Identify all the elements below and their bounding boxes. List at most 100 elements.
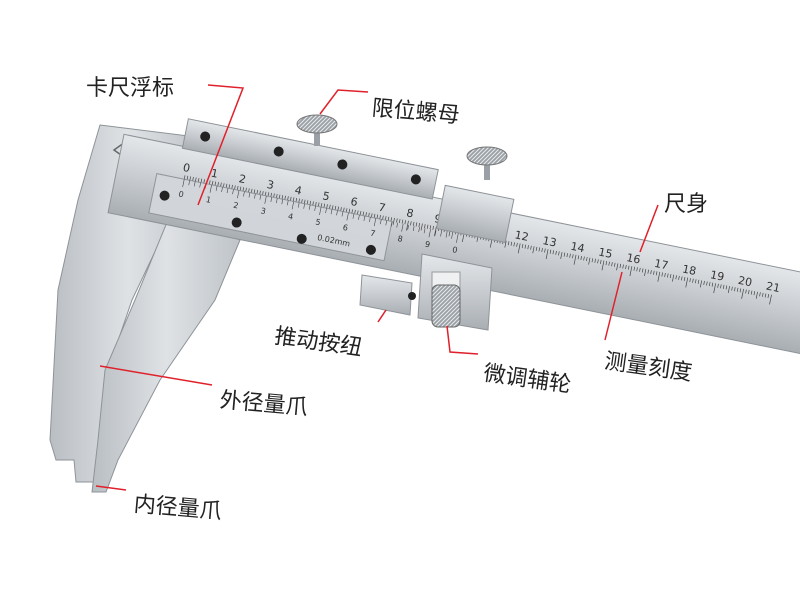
main-tick	[580, 255, 582, 260]
main-tick	[510, 241, 513, 246]
main-tick	[681, 276, 683, 281]
main-tick	[545, 249, 549, 260]
main-tick	[429, 225, 432, 230]
vernier-tick	[358, 214, 360, 220]
main-tick	[762, 292, 764, 297]
main-tick	[259, 190, 261, 195]
main-scale-number: 21	[765, 280, 781, 296]
screw-icon	[231, 217, 242, 228]
vernier-tick	[418, 227, 420, 233]
main-tick	[667, 273, 669, 278]
main-tick	[661, 272, 663, 277]
vernier-tick	[412, 225, 415, 231]
main-tick	[195, 177, 197, 182]
main-tick	[703, 280, 705, 285]
vernier-tick	[281, 199, 284, 205]
main-tick	[317, 202, 320, 207]
main-tick	[608, 261, 610, 266]
main-tick	[521, 243, 524, 249]
vernier-tick	[215, 185, 218, 191]
main-tick	[250, 188, 253, 193]
main-scale-number: 17	[653, 257, 669, 273]
vernier-tick	[428, 229, 431, 238]
main-scale-number: 5	[321, 189, 330, 203]
main-tick	[292, 197, 295, 202]
vernier-number: 6	[342, 223, 349, 233]
main-tick	[759, 292, 761, 297]
vernier-tick	[193, 181, 196, 187]
vernier-tick	[199, 182, 201, 188]
limit-nut-knob[interactable]	[296, 114, 338, 146]
main-tick	[284, 195, 286, 200]
main-tick	[301, 199, 303, 204]
screw-icon	[273, 146, 284, 157]
main-tick	[560, 251, 563, 259]
screw-icon	[200, 131, 211, 142]
screws	[159, 131, 421, 255]
main-tick	[373, 213, 376, 218]
main-tick	[675, 275, 677, 280]
main-scale-number: 7	[377, 201, 386, 215]
vernier-tick	[270, 196, 273, 203]
main-tick	[736, 287, 739, 292]
main-tick	[306, 200, 309, 205]
main-tick	[517, 243, 521, 254]
push-button-block[interactable]	[359, 274, 413, 316]
main-tick	[343, 207, 345, 212]
limit-nut-knob-2[interactable]	[466, 146, 508, 180]
sliding-jaw	[91, 214, 241, 493]
vernier-tick	[401, 223, 404, 232]
main-tick	[390, 217, 393, 222]
main-tick	[717, 283, 719, 288]
main-tick	[650, 270, 652, 275]
main-tick	[392, 217, 395, 225]
main-scale-number: 3	[266, 178, 275, 192]
main-tick	[524, 244, 527, 249]
main-tick	[605, 261, 608, 266]
vernier-tick	[407, 224, 409, 230]
main-tick	[647, 269, 649, 274]
main-tick	[359, 211, 362, 216]
vernier-tick	[221, 186, 223, 192]
main-tick	[214, 181, 217, 186]
main-tick	[611, 262, 613, 267]
main-tick	[270, 192, 272, 197]
screw-icon	[159, 190, 170, 201]
vernier-tick	[308, 204, 311, 210]
main-tick	[748, 290, 750, 295]
main-tick	[415, 222, 418, 227]
main-tick	[217, 182, 219, 187]
main-tick	[722, 284, 725, 289]
main-tick	[613, 262, 616, 267]
main-tick	[764, 293, 767, 298]
main-tick	[538, 247, 541, 252]
main-tick	[186, 175, 189, 180]
vernier-tick	[369, 217, 371, 223]
main-tick	[424, 224, 426, 229]
vernier-tick	[209, 184, 212, 193]
fine-adjust-wheel[interactable]	[431, 284, 461, 328]
main-tick	[708, 282, 711, 287]
main-tick	[384, 216, 387, 221]
main-tick	[573, 254, 577, 265]
main-tick	[633, 266, 636, 271]
vernier-tick	[291, 201, 295, 210]
main-tick	[619, 263, 622, 268]
vernier-tick	[341, 211, 344, 217]
push-button[interactable]	[408, 292, 416, 300]
main-tick	[669, 274, 672, 279]
main-tick	[532, 246, 535, 254]
vernier-slider	[148, 173, 393, 262]
vernier-tick	[373, 218, 377, 227]
main-tick	[583, 256, 585, 261]
main-tick	[755, 291, 758, 299]
main-tick	[516, 242, 518, 247]
main-tick	[200, 178, 203, 183]
main-tick	[711, 282, 714, 287]
main-scale-number: 12	[514, 228, 530, 244]
main-tick	[315, 201, 317, 207]
main-scale-number: 19	[709, 268, 725, 284]
vernier-tick	[303, 203, 305, 209]
main-scale-number: 6	[349, 195, 358, 209]
